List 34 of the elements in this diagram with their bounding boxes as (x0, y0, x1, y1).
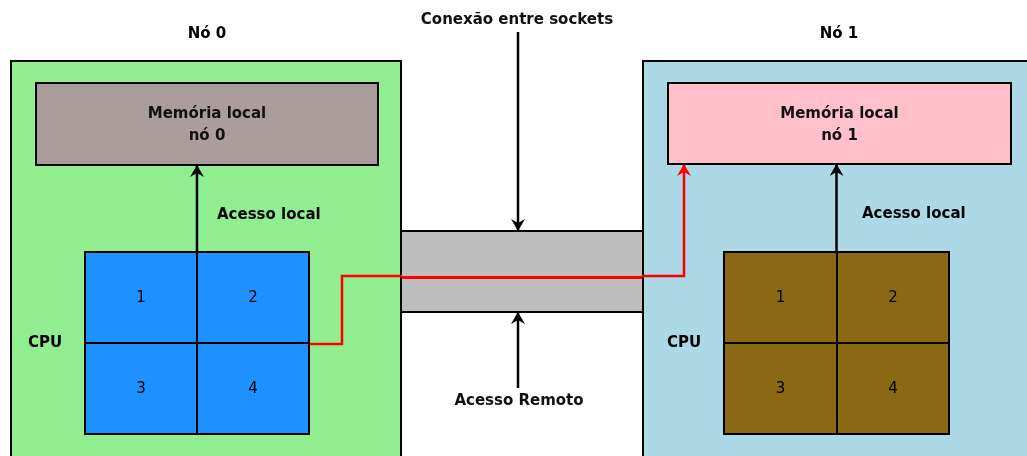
node-title: Nó 1 (818, 23, 860, 44)
core-number: 4 (248, 378, 258, 400)
core-number: 2 (248, 287, 258, 309)
memory-label: Memória local nó 0 (147, 103, 267, 146)
memory-box (667, 82, 1012, 165)
annotation-text: Conexão entre sockets (420, 9, 614, 30)
core-cell (197, 343, 308, 433)
core-number: 3 (775, 378, 786, 400)
core-number: 3 (136, 378, 146, 400)
core-number: 1 (136, 287, 146, 309)
core-cell (837, 343, 948, 433)
interconnect-band (402, 230, 642, 313)
core-cell (197, 253, 308, 343)
core-cell (86, 343, 197, 433)
node-title: Nó 0 (186, 23, 228, 44)
core-number: 2 (888, 287, 898, 309)
core-number: 1 (775, 287, 786, 309)
edge-label: Acesso local (862, 203, 966, 224)
core-cell (725, 343, 837, 433)
arrow (642, 164, 691, 278)
arrow (829, 164, 844, 251)
arrow (511, 32, 525, 231)
memory-label: Memória local nó 1 (779, 102, 900, 146)
memory-box (35, 82, 379, 166)
arrow (511, 312, 525, 388)
core-cell (837, 253, 948, 343)
edge-label: Acesso local (217, 204, 321, 225)
cpu-label: CPU (28, 332, 63, 353)
core-cell (86, 253, 197, 343)
arrow (190, 165, 204, 251)
core-cell (725, 253, 837, 343)
core-number: 4 (888, 378, 898, 400)
annotation-text: Acesso Remoto (454, 390, 584, 411)
cpu-label: CPU (667, 332, 702, 353)
